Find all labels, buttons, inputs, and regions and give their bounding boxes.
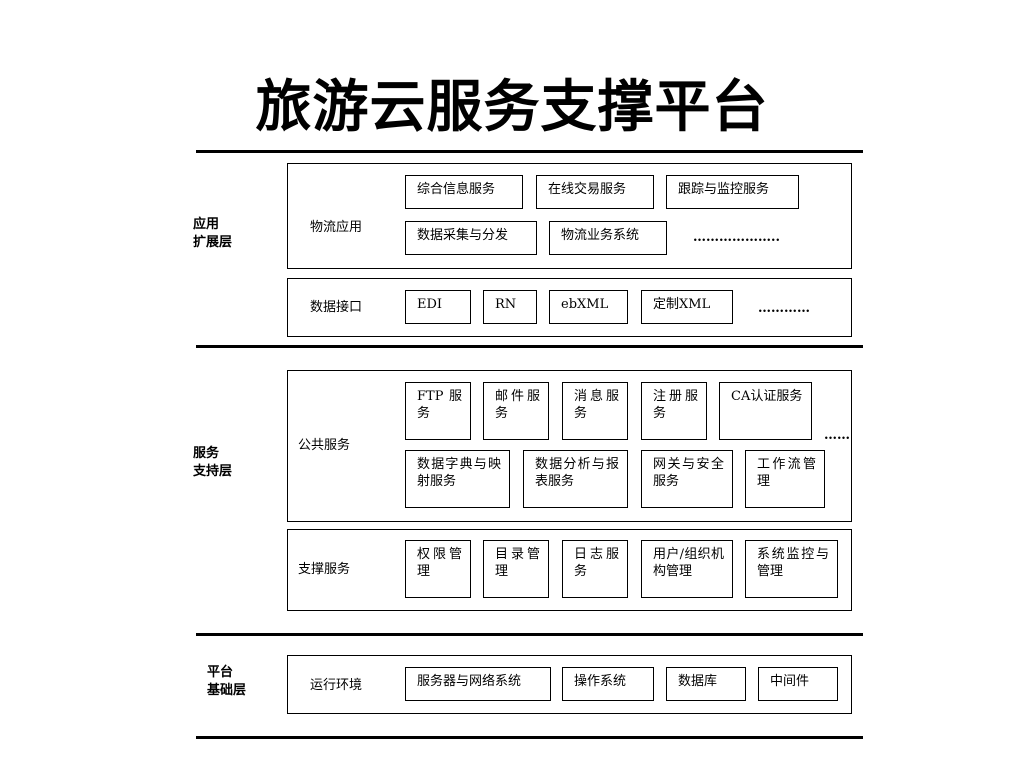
separator-line bbox=[196, 150, 863, 153]
box-edi: EDI bbox=[405, 290, 471, 324]
layer-label-platform: 平台 基础层 bbox=[207, 665, 247, 698]
box-ebxml: ebXML bbox=[549, 290, 628, 324]
box-data-dictionary-mapping: 数据字典与映射服务 bbox=[405, 450, 510, 508]
more-ellipsis: ………… bbox=[758, 301, 810, 316]
box-middleware: 中间件 bbox=[758, 667, 838, 701]
separator-line bbox=[196, 736, 863, 739]
box-data-collection-distribution: 数据采集与分发 bbox=[405, 221, 537, 255]
box-permission-management: 权限管理 bbox=[405, 540, 471, 598]
box-rn: RN bbox=[483, 290, 537, 324]
box-data-analysis-report: 数据分析与报表服务 bbox=[523, 450, 628, 508]
box-operating-system: 操作系统 bbox=[562, 667, 654, 701]
box-directory-management: 目录管理 bbox=[483, 540, 549, 598]
more-ellipsis: …… bbox=[824, 428, 850, 443]
box-tracking-monitoring-service: 跟踪与监控服务 bbox=[666, 175, 799, 209]
box-server-network: 服务器与网络系统 bbox=[405, 667, 551, 701]
box-logistics-business-system: 物流业务系统 bbox=[549, 221, 667, 255]
box-custom-xml: 定制XML bbox=[641, 290, 733, 324]
panel-label-logistics: 物流应用 bbox=[310, 220, 363, 235]
layer-label-service: 服务 支持层 bbox=[193, 446, 233, 479]
separator-line bbox=[196, 345, 863, 348]
box-integrated-info-service: 综合信息服务 bbox=[405, 175, 523, 209]
panel-label-public-service: 公共服务 bbox=[298, 438, 351, 453]
box-message-service: 消息服务 bbox=[562, 382, 628, 440]
layer-label-app: 应用 扩展层 bbox=[193, 217, 233, 250]
box-ca-auth-service: CA认证服务 bbox=[719, 382, 812, 440]
box-log-service: 日志服务 bbox=[562, 540, 628, 598]
panel-label-data-interface: 数据接口 bbox=[310, 300, 363, 315]
box-user-org-management: 用户/组织机构管理 bbox=[641, 540, 733, 598]
box-mail-service: 邮件服务 bbox=[483, 382, 549, 440]
box-registry-service: 注册服务 bbox=[641, 382, 707, 440]
box-workflow-management: 工作流管理 bbox=[745, 450, 825, 508]
box-system-monitoring: 系统监控与管理 bbox=[745, 540, 838, 598]
panel-label-runtime: 运行环境 bbox=[310, 678, 363, 693]
diagram-title: 旅游云服务支撑平台 bbox=[255, 74, 769, 140]
separator-line bbox=[196, 633, 863, 636]
box-database: 数据库 bbox=[666, 667, 746, 701]
box-gateway-security: 网关与安全服务 bbox=[641, 450, 733, 508]
box-online-trade-service: 在线交易服务 bbox=[536, 175, 654, 209]
more-ellipsis: ……………….. bbox=[693, 230, 781, 245]
panel-label-support-service: 支撑服务 bbox=[298, 562, 351, 577]
box-ftp-service: FTP 服务 bbox=[405, 382, 471, 440]
